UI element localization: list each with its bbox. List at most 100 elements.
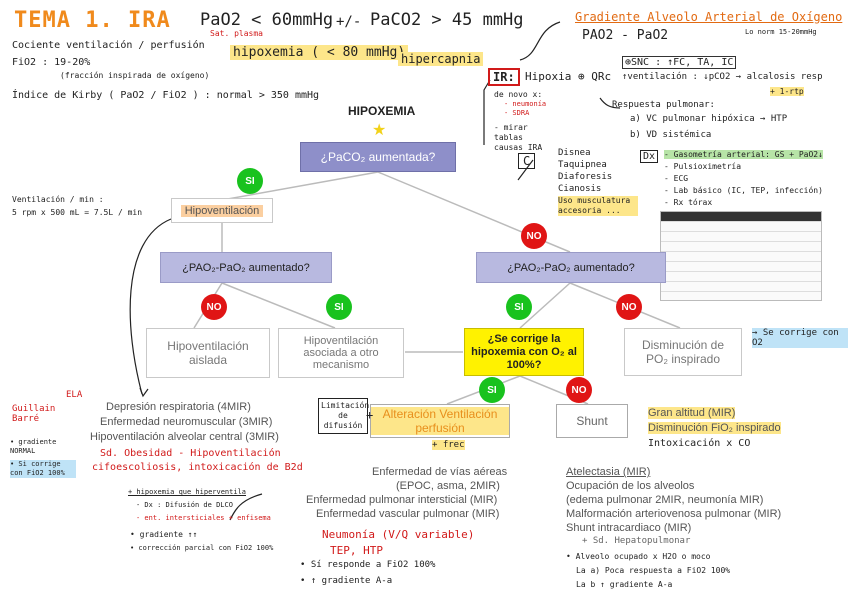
hipoxemia-hiperventila-note: + hipoxemia que hiperventila <box>128 488 247 496</box>
denovo-item-2: - SDRA <box>504 109 530 117</box>
gradiente-formula: PAO2 - PaO2 <box>582 28 669 43</box>
hipoventilacion-box: Hipoventilación <box>171 198 273 223</box>
dx-item-3: - ECG <box>664 174 689 183</box>
pao2-sub-label: Sat. plasma <box>210 29 263 38</box>
shunt-list-4: Malformación arteriovenosa pulmonar (MIR… <box>566 508 782 520</box>
respuesta-a-note: La a) Poca respuesta a FiO2 100% <box>576 566 731 575</box>
gradiente-up-note: • gradiente ↑↑ <box>130 530 198 539</box>
dx-item-2: - Pulsioximetría <box>664 162 742 171</box>
gradiente-normal: Lo norm 15-20mmHg <box>745 28 817 36</box>
q-corrige-o2: ¿Se corrige la hipoxemia con O₂ al 100%? <box>464 328 584 376</box>
dx-label: Dx <box>640 150 659 163</box>
ir-label: IR: <box>488 68 520 86</box>
gradiente-aa-note: • ↑ gradiente A-a <box>300 576 393 586</box>
ela-note: ELA <box>66 390 83 400</box>
denovo-item-1: - neumonía <box>504 100 547 108</box>
note-kirby: Índice de Kirby ( PaO2 / FiO2 ) : normal… <box>12 90 320 101</box>
po2-list-1: Gran altitud (MIR) <box>648 407 736 419</box>
c-label: C <box>518 153 536 169</box>
note-cociente: Cociente ventilación / perfusión <box>12 40 205 51</box>
dx-difusion-note: - Dx : Difusión de DLCO <box>136 501 233 509</box>
respuesta-pulmonar: Respuesta pulmonar: <box>612 100 715 110</box>
hipoventilacion-asociada-box: Hipoventilación asociada a otro mecanism… <box>278 328 404 378</box>
si-corrige-note: • Si corrige con FiO2 100% <box>10 460 76 478</box>
correccion-note: • corrección parcial con FiO2 100% <box>130 544 274 552</box>
po2-list-2: Disminución FiO₂ inspirado <box>648 422 781 434</box>
respuesta-a: a) VC pulmonar hipóxica → HTP <box>630 114 788 124</box>
si-responde-note: • Sí responde a FiO2 100% <box>300 560 436 570</box>
badge-si-4: SI <box>479 377 505 403</box>
badge-si-2: SI <box>326 294 352 320</box>
dx-item-5: - Rx tórax <box>664 198 713 207</box>
hipo-list-2: Enfermedad neuromuscular (3MIR) <box>100 416 273 428</box>
limitacion-difusion-box: Limitación de difusión <box>318 398 369 434</box>
causas-ira-table-thumbnail <box>660 211 822 301</box>
q-gradiente-b: ¿PAO₂-PaO₂ aumentado? <box>476 252 666 283</box>
badge-si-1: SI <box>237 168 263 194</box>
gradiente-title: Gradiente Alveolo Arterial de Oxígeno <box>575 10 843 24</box>
badge-no-3: NO <box>616 294 642 320</box>
sintoma-5: Uso musculatura accesoria ... <box>558 196 638 216</box>
alveolo-ocupado-note: • Alveolo ocupado x H2O o moco <box>566 552 711 561</box>
badge-no-4: NO <box>566 377 592 403</box>
separator-plus-minus: +/- <box>336 14 362 30</box>
q-paco2-aumentada: ¿PaCO₂ aumentada? <box>300 142 456 172</box>
shunt-list-5: Shunt intracardiaco (MIR) <box>566 522 692 534</box>
sintoma-4: Cianosis <box>558 184 602 194</box>
note-fio2: FiO2 : 19-20% <box>12 57 91 68</box>
sd-obesidad-note: Sd. Obesidad - Hipoventilación <box>100 448 281 459</box>
dx-item-4: - Lab básico (IC, TEP, infección) <box>664 186 823 195</box>
shunt-box: Shunt <box>556 404 628 438</box>
se-corrige-o2-note: → Se corrige con O2 <box>752 328 848 348</box>
ventilacion-response: ↑ventilación : ↓pCO2 → alcalosis resp <box>622 72 823 82</box>
cifoescoliosis-note: cifoescoliosis, intoxicación de B2d <box>92 462 303 473</box>
respuesta-b: b) VD sistémica <box>630 130 712 140</box>
ir-text: Hipoxia ⊕ QRc <box>525 70 612 83</box>
po2-list-3: Intoxicación x CO <box>648 438 751 449</box>
sintoma-3: Diaforesis <box>558 172 613 182</box>
guillain-note: Guillain Barré <box>12 404 56 424</box>
note-fio2-sub: (fracción inspirada de oxígeno) <box>60 71 210 80</box>
vp-list-3: Enfermedad pulmonar intersticial (MIR) <box>306 494 498 506</box>
mas-frec-note: + frec <box>432 440 465 450</box>
hipoventilacion-aislada-box: Hipoventilación aislada <box>146 328 270 378</box>
star-icon: ★ <box>372 122 387 139</box>
hipo-list-3: Hipoventilación alveolar central (3MIR) <box>90 431 279 443</box>
page-title: TEMA 1. IRA <box>14 8 171 33</box>
hipoxemia-title: HIPOXEMIA <box>348 104 416 118</box>
shunt-list-1: Atelectasia (MIR) <box>566 466 651 478</box>
badge-no-2: NO <box>201 294 227 320</box>
alteracion-vp-box: Alteración Ventilación perfusión <box>370 404 510 438</box>
dx-item-1: - Gasometría arterial: GS + PaO2↓ <box>664 150 823 159</box>
sintoma-2: Taquipnea <box>558 160 607 170</box>
vp-list-4: Enfermedad vascular pulmonar (MIR) <box>316 508 500 520</box>
vp-list-1: Enfermedad de vías aéreas <box>372 466 508 478</box>
mirar-tablas: - mirar tablas causas IRA <box>494 123 543 152</box>
paco2-criterion: PaCO2 > 45 mmHg <box>370 10 524 30</box>
respuesta-b-note: La b ↑ gradiente A-a <box>576 580 673 589</box>
badge-si-3: SI <box>506 294 532 320</box>
tep-htp-note: TEP, HTP <box>330 544 383 557</box>
denovo-label: de novo x: <box>494 90 543 99</box>
hipoventilacion-label: Hipoventilación <box>180 204 264 217</box>
hipercapnia-label: hipercapnia <box>398 52 484 66</box>
vp-list-2: (EPOC, asma, 2MIR) <box>396 480 500 492</box>
alteracion-vp-label: Alteración Ventilación perfusión <box>371 407 509 435</box>
hipo-list-1: Depresión respiratoria (4MIR) <box>106 401 251 413</box>
ventilacion-calc: 5 rpm x 500 mL = 7.5L / min <box>12 208 143 217</box>
snc-response: ⊕SNC : ↑FC, TA, IC <box>622 56 737 69</box>
disminucion-po2-box: Disminución de PO₂ inspirado <box>624 328 742 376</box>
hipoxemia-label: hipoxemia ( < 80 mmHg) <box>230 45 409 60</box>
ventilacion-min: Ventilación / min : <box>12 195 104 204</box>
ent-intersticiales-note: - ent. intersticiales + enfisema <box>136 514 271 522</box>
shunt-list-2: Ocupación de los alveolos <box>566 480 695 492</box>
shunt-list-3: (edema pulmonar 2MIR, neumonía MIR) <box>566 494 764 506</box>
ventilacion-sub: + 1-rtp <box>770 87 804 96</box>
sintoma-1: Disnea <box>558 148 591 158</box>
q-gradiente-a: ¿PAO₂-PaO₂ aumentado? <box>160 252 332 283</box>
badge-no-1: NO <box>521 223 547 249</box>
neumonia-vq-note: Neumonía (V/Q variable) <box>322 528 475 541</box>
pao2-criterion: PaO2 < 60mmHg <box>200 10 334 30</box>
gradiente-normal-note: • gradiente NORMAL <box>10 438 57 455</box>
